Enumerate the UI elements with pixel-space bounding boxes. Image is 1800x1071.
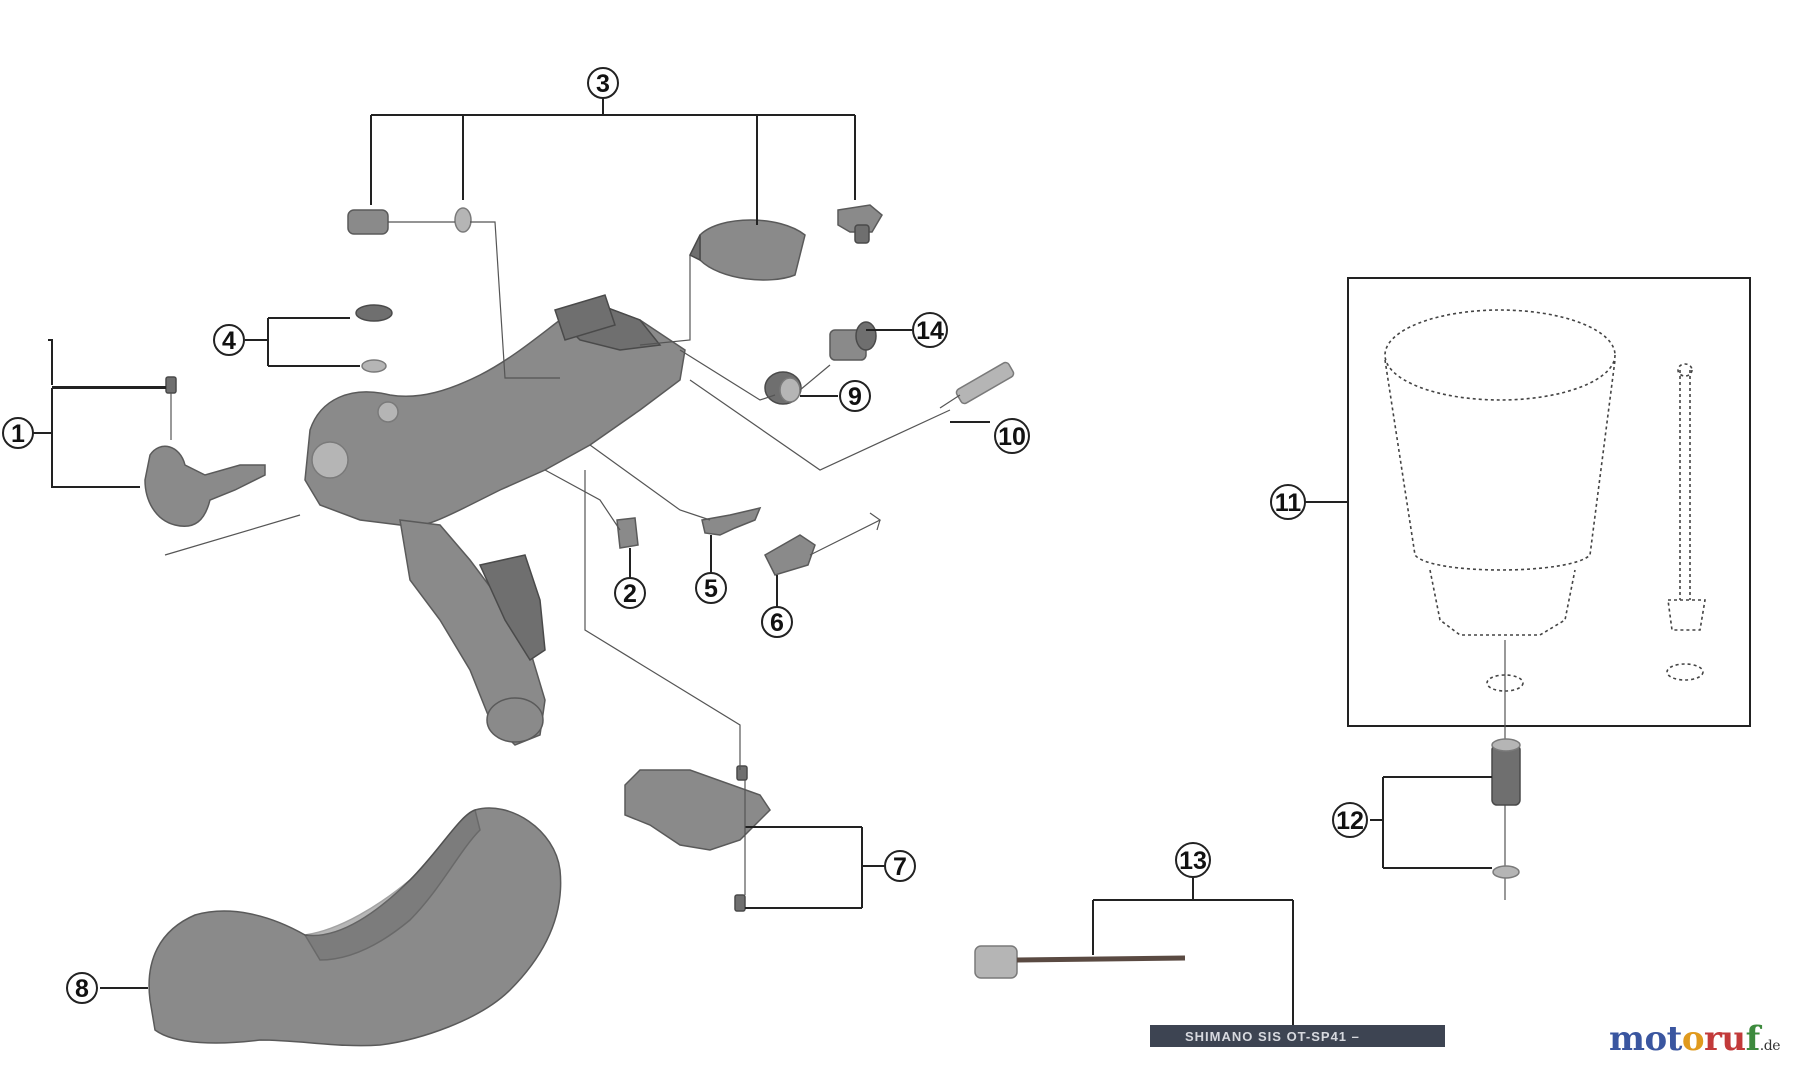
part-6-spring-lever (764, 512, 882, 576)
callout-number: 13 (1179, 847, 1207, 875)
part-4-cap (355, 304, 393, 373)
callout-13: 13 (1175, 842, 1211, 878)
callout-number: 6 (770, 609, 784, 637)
callouts: 1 2 3 4 5 6 7 8 9 10 11 12 13 14 (2, 67, 1368, 1004)
leader-lines (32, 98, 1492, 1025)
part-5-lever (701, 506, 762, 536)
part-2-clip (616, 517, 639, 549)
callout-10: 10 (994, 418, 1030, 454)
callout-4: 4 (213, 324, 245, 356)
part-9-grommet (764, 371, 802, 405)
watermark-logo: motoruf.de (1608, 1019, 1781, 1059)
callout-14: 14 (912, 312, 948, 348)
callout-number: 12 (1336, 807, 1364, 835)
callout-11: 11 (1270, 484, 1306, 520)
callout-1: 1 (2, 417, 34, 449)
callout-5: 5 (695, 572, 727, 604)
part-11-tool-box (1347, 277, 1751, 900)
callout-6: 6 (761, 606, 793, 638)
callout-number: 7 (893, 853, 907, 881)
callout-8: 8 (66, 972, 98, 1004)
part-3-components (347, 204, 883, 281)
callout-number: 5 (704, 575, 718, 603)
part-10-cable-end (939, 361, 1015, 409)
callout-number: 10 (998, 423, 1026, 451)
callout-number: 9 (848, 383, 862, 411)
part-7-bottom-cover (624, 765, 771, 912)
callout-number: 14 (916, 317, 944, 345)
callout-number: 11 (1275, 489, 1302, 517)
callout-number: 1 (11, 420, 25, 448)
callout-2: 2 (614, 577, 646, 609)
callout-7: 7 (884, 850, 916, 882)
callout-number: 2 (623, 580, 637, 608)
callout-9: 9 (839, 380, 871, 412)
part-14-adjuster (829, 321, 877, 361)
callout-number: 8 (75, 975, 89, 1003)
cable-label: SHIMANO SIS OT-SP41 – (1185, 1029, 1360, 1044)
callout-3: 3 (587, 67, 619, 99)
part-1-lever-cover (144, 376, 266, 527)
callout-number: 3 (596, 70, 610, 98)
callout-12: 12 (1332, 802, 1368, 838)
callout-number: 4 (222, 327, 236, 355)
part-12-bushing (1491, 738, 1521, 879)
main-lever-body (304, 294, 686, 746)
assembly-lines (164, 221, 951, 895)
part-8-hood (148, 807, 562, 1047)
part-13-cable-set: SHIMANO SIS OT-SP41 – (974, 945, 1445, 1047)
